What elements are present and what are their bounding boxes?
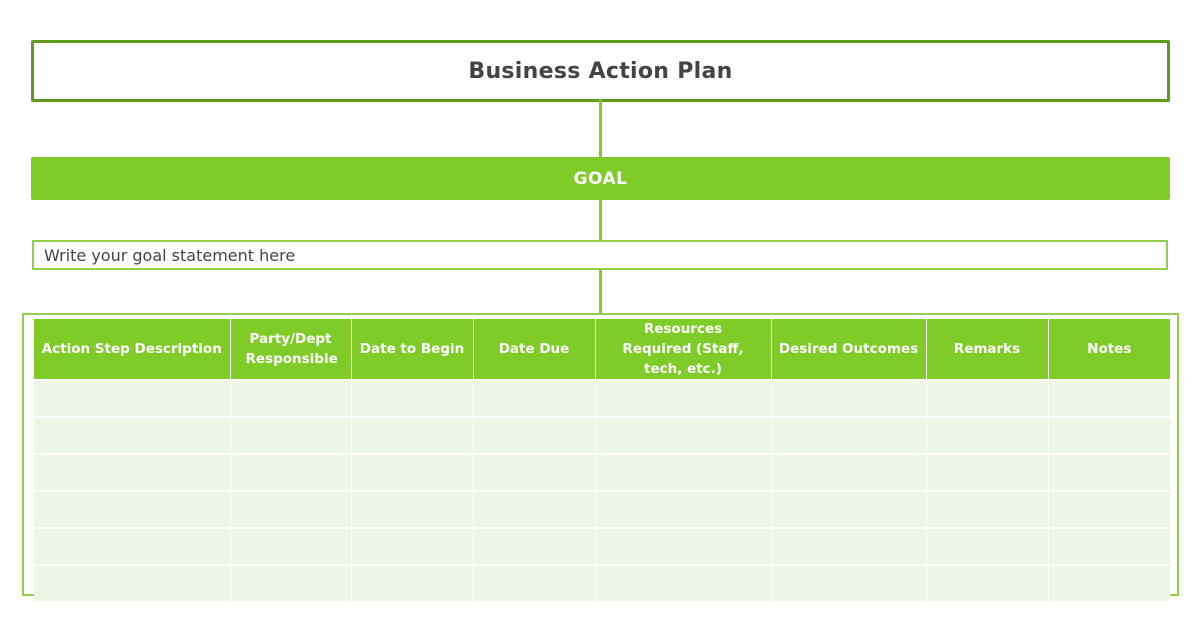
title-box: Business Action Plan	[31, 40, 1170, 102]
goal-statement-text[interactable]: Write your goal statement here	[44, 245, 296, 265]
table-cell-date-begin[interactable]	[351, 490, 474, 528]
table-cell-date-due[interactable]	[473, 564, 596, 601]
goal-label: GOAL	[573, 168, 628, 189]
column-header-notes: Notes	[1048, 319, 1170, 380]
table-cell-resources[interactable]	[595, 416, 772, 454]
table-cell-date-due[interactable]	[473, 490, 596, 528]
column-header-remarks: Remarks	[926, 319, 1049, 380]
column-header-date-due: Date Due	[473, 319, 596, 380]
table-cell-remarks[interactable]	[926, 527, 1049, 565]
table-cell-notes[interactable]	[1048, 564, 1170, 601]
table-cell-desired-outcomes[interactable]	[771, 527, 927, 565]
table-cell-desired-outcomes[interactable]	[771, 379, 927, 417]
table-cell-date-due[interactable]	[473, 453, 596, 491]
table-cell-resources[interactable]	[595, 379, 772, 417]
table-cell-remarks[interactable]	[926, 564, 1049, 601]
table-row	[34, 416, 1170, 454]
table-cell-resources[interactable]	[595, 564, 772, 601]
table-cell-notes[interactable]	[1048, 453, 1170, 491]
table-cell-desired-outcomes[interactable]	[771, 564, 927, 601]
table-cell-action-step[interactable]	[34, 490, 231, 528]
table-row	[34, 527, 1170, 565]
connector-line	[599, 200, 602, 240]
table-cell-party-dept[interactable]	[230, 453, 352, 491]
action-plan-table-frame: Action Step Description Party/Dept Respo…	[22, 313, 1179, 601]
table-cell-party-dept[interactable]	[230, 490, 352, 528]
connector-line	[599, 99, 602, 157]
table-header-row: Action Step Description Party/Dept Respo…	[34, 319, 1170, 380]
table-row	[34, 453, 1170, 491]
column-header-party-dept: Party/Dept Responsible	[230, 319, 352, 380]
table-cell-resources[interactable]	[595, 527, 772, 565]
table-cell-party-dept[interactable]	[230, 379, 352, 417]
table-cell-desired-outcomes[interactable]	[771, 490, 927, 528]
action-plan-table: Action Step Description Party/Dept Respo…	[34, 319, 1170, 601]
table-cell-party-dept[interactable]	[230, 564, 352, 601]
table-row	[34, 490, 1170, 528]
table-cell-remarks[interactable]	[926, 416, 1049, 454]
connector-line	[599, 270, 602, 313]
table-cell-date-due[interactable]	[473, 379, 596, 417]
page-title: Business Action Plan	[468, 58, 733, 84]
table-cell-resources[interactable]	[595, 453, 772, 491]
column-header-desired-outcomes: Desired Outcomes	[771, 319, 927, 380]
table-cell-action-step[interactable]	[34, 379, 231, 417]
goal-statement-field[interactable]: Write your goal statement here	[32, 240, 1168, 270]
table-cell-desired-outcomes[interactable]	[771, 453, 927, 491]
table-cell-party-dept[interactable]	[230, 416, 352, 454]
table-cell-remarks[interactable]	[926, 379, 1049, 417]
table-cell-action-step[interactable]	[34, 564, 231, 601]
table-cell-action-step[interactable]	[34, 453, 231, 491]
table-cell-notes[interactable]	[1048, 379, 1170, 417]
table-cell-date-begin[interactable]	[351, 379, 474, 417]
table-cell-party-dept[interactable]	[230, 527, 352, 565]
goal-header: GOAL	[31, 157, 1170, 200]
table-cell-date-begin[interactable]	[351, 453, 474, 491]
table-row	[34, 379, 1170, 417]
table-cell-notes[interactable]	[1048, 416, 1170, 454]
table-cell-notes[interactable]	[1048, 490, 1170, 528]
table-cell-date-begin[interactable]	[351, 564, 474, 601]
table-cell-desired-outcomes[interactable]	[771, 416, 927, 454]
table-cell-date-due[interactable]	[473, 416, 596, 454]
table-cell-remarks[interactable]	[926, 490, 1049, 528]
column-header-date-begin: Date to Begin	[351, 319, 474, 380]
table-cell-notes[interactable]	[1048, 527, 1170, 565]
table-cell-remarks[interactable]	[926, 453, 1049, 491]
table-cell-resources[interactable]	[595, 490, 772, 528]
table-cell-action-step[interactable]	[34, 416, 231, 454]
column-header-action-step: Action Step Description	[34, 319, 231, 380]
table-cell-action-step[interactable]	[34, 527, 231, 565]
table-cell-date-due[interactable]	[473, 527, 596, 565]
column-header-resources: Resources Required (Staff, tech, etc.)	[595, 319, 772, 380]
table-row	[34, 564, 1170, 601]
table-cell-date-begin[interactable]	[351, 527, 474, 565]
table-cell-date-begin[interactable]	[351, 416, 474, 454]
